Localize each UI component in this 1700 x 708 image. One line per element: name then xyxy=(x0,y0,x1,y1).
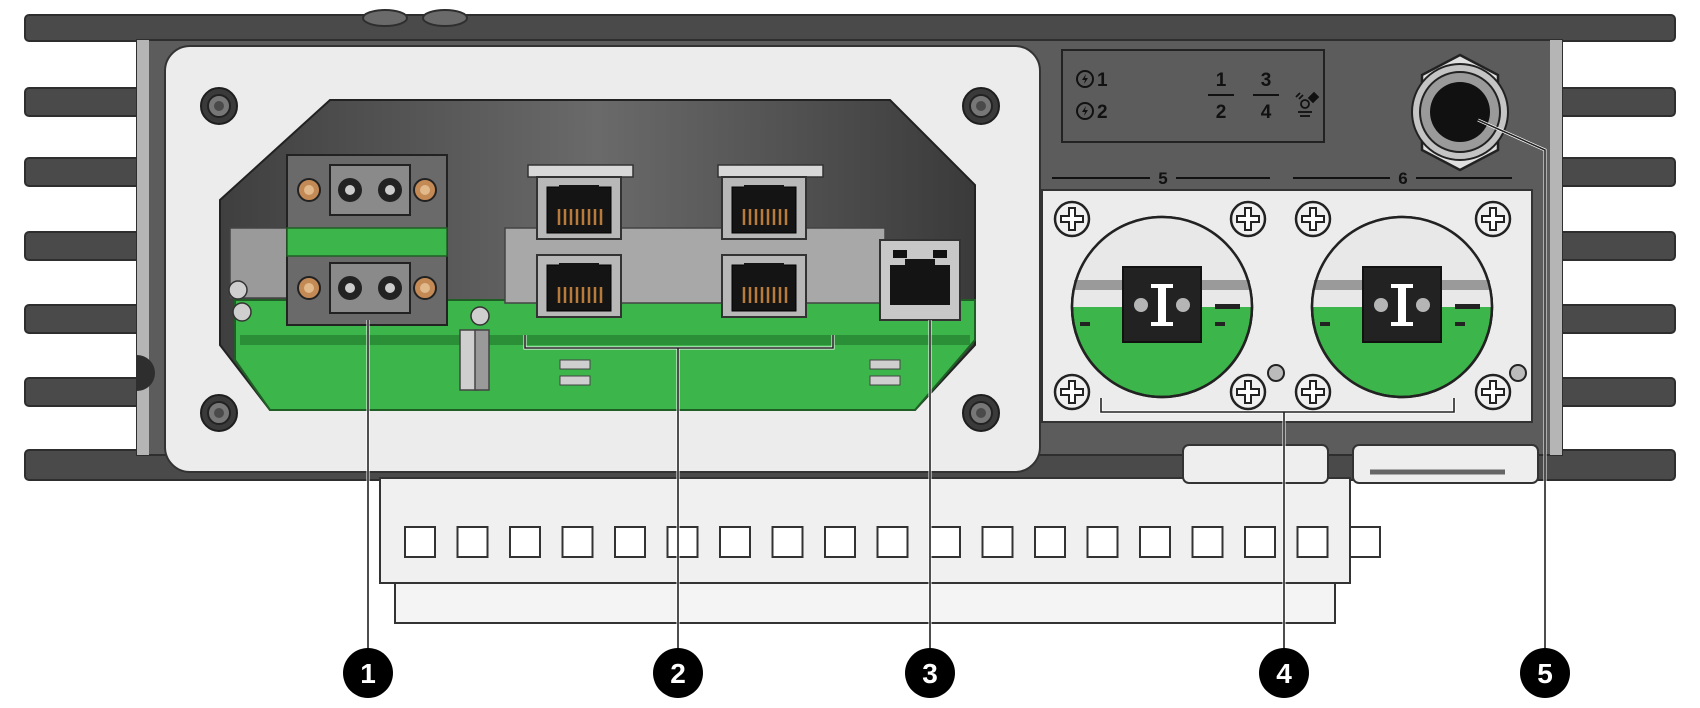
panel-screw xyxy=(962,87,1000,125)
status-led xyxy=(1267,364,1285,382)
label-plate xyxy=(1352,444,1539,484)
cable-gland xyxy=(1411,53,1509,172)
power-1-label: 1 xyxy=(1097,70,1108,91)
housing-edge-right xyxy=(1550,40,1562,455)
callout-2: 2 xyxy=(653,648,703,698)
rj45-port-3 xyxy=(720,175,808,241)
port-4-label: 4 xyxy=(1261,102,1272,123)
connector-slot xyxy=(1191,526,1224,558)
sfp-port-6 xyxy=(1310,215,1494,399)
bottom-connector xyxy=(379,477,1381,624)
port-6-label: 6 xyxy=(1398,169,1407,188)
rj45-port-1 xyxy=(535,175,623,241)
port-5-label: 5 xyxy=(1158,169,1167,188)
console-port xyxy=(879,239,961,321)
connector-slot xyxy=(614,526,646,558)
connector-slot xyxy=(1034,526,1066,558)
power-2-label: 2 xyxy=(1097,102,1108,123)
sfp-screw xyxy=(1294,373,1332,411)
fiber-link-icon xyxy=(1295,91,1320,117)
power-terminal-block xyxy=(286,154,448,326)
callout-5: 5 xyxy=(1520,648,1570,698)
power-input-2 xyxy=(297,262,437,314)
label-plate xyxy=(1182,444,1329,484)
panel-screw xyxy=(200,394,238,432)
rj45-port-4 xyxy=(720,253,808,319)
power-input-1 xyxy=(297,164,437,216)
svg-text:3: 3 xyxy=(922,658,938,689)
panel-screw xyxy=(962,394,1000,432)
sfp-screw xyxy=(1053,200,1091,238)
rj45-port-2 xyxy=(535,253,623,319)
callout-lines-ink xyxy=(367,119,1546,660)
sfp-panel xyxy=(1041,189,1533,423)
connector-slot xyxy=(404,526,436,558)
connector-slot xyxy=(771,526,804,558)
connector-slot xyxy=(1349,526,1381,558)
sfp-screw xyxy=(1474,200,1512,238)
status-led xyxy=(1509,364,1527,382)
connector-slot xyxy=(981,526,1014,558)
connector-slot xyxy=(509,526,541,558)
rj45-ports xyxy=(527,164,824,319)
fiber-port-labels: 5 6 xyxy=(1052,169,1512,188)
svg-text:4: 4 xyxy=(1276,658,1292,689)
connector-slot xyxy=(666,526,699,558)
svg-text:5: 5 xyxy=(1537,658,1553,689)
panel-screw xyxy=(200,87,238,125)
sfp-screw xyxy=(1053,373,1091,411)
pcb-board xyxy=(234,299,976,411)
svg-text:1: 1 xyxy=(360,658,376,689)
connector-slot xyxy=(456,526,489,558)
connector-slot xyxy=(824,526,856,558)
connector-slot xyxy=(561,526,594,558)
side-notch xyxy=(137,355,155,391)
port-3-label: 3 xyxy=(1261,70,1272,91)
sfp-screw xyxy=(1294,200,1332,238)
connector-slot xyxy=(1296,526,1329,558)
connector-slot xyxy=(1139,526,1171,558)
housing-edge-left xyxy=(137,40,149,455)
connector-slot xyxy=(1244,526,1276,558)
callout-4: 4 xyxy=(1259,648,1309,698)
sfp-screw xyxy=(1229,373,1267,411)
sfp-screw xyxy=(1474,373,1512,411)
connector-slot xyxy=(1086,526,1119,558)
port-2-label: 2 xyxy=(1216,102,1227,123)
led-panel: 1 2 1 2 3 4 xyxy=(1061,49,1325,143)
callout-1: 1 xyxy=(343,648,393,698)
callout-3: 3 xyxy=(905,648,955,698)
connector-slot xyxy=(876,526,909,558)
top-knob xyxy=(362,9,408,27)
port-1-label: 1 xyxy=(1216,70,1227,91)
sfp-port-5 xyxy=(1070,215,1254,399)
sfp-screw xyxy=(1229,200,1267,238)
connector-slot xyxy=(929,526,961,558)
top-knob xyxy=(422,9,468,27)
svg-text:2: 2 xyxy=(670,658,686,689)
connector-slot xyxy=(719,526,751,558)
